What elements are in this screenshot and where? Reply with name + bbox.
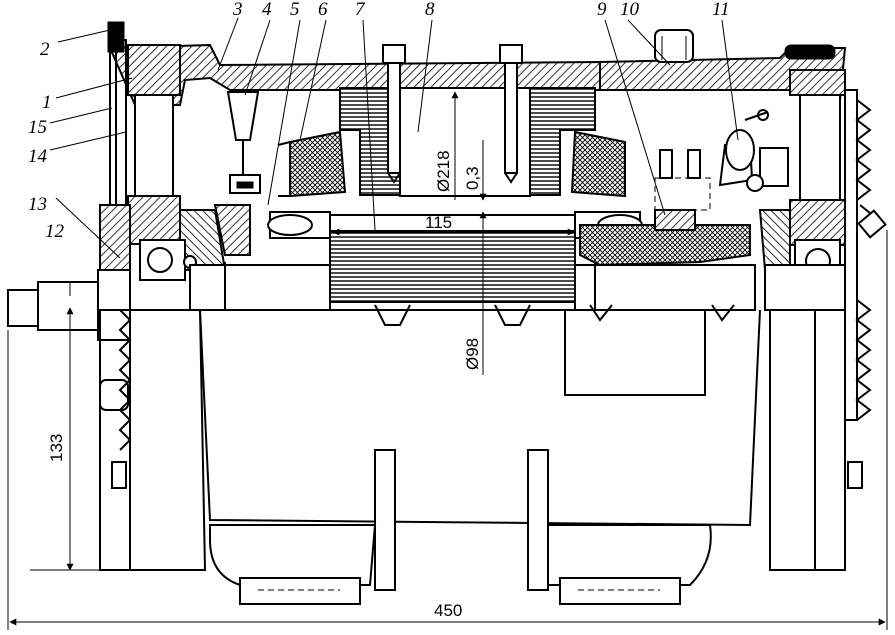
shaft [7,262,846,341]
brush-lead [226,91,261,194]
left-end-shield [99,21,251,291]
lower-frame [99,304,863,571]
dimension-texts: Ø218 0,3 115 Ø98 133 450 [47,150,482,620]
label-13: 13 [28,194,47,215]
label-11: 11 [712,0,730,20]
dim-133: 133 [47,434,66,462]
right-foot [527,449,712,605]
dim-gap: 0,3 [463,166,482,190]
brush-holder [654,109,789,211]
label-9: 9 [597,0,607,20]
part-labels: 2 1 15 14 13 12 3 4 5 6 7 8 9 10 11 [28,0,730,242]
label-12: 12 [45,221,65,242]
left-bearing [139,239,197,281]
pole-bolt-right [499,44,523,184]
label-14: 14 [28,146,48,167]
label-4: 4 [262,0,272,20]
leader-lines [49,17,739,259]
label-8: 8 [425,0,435,20]
label-10: 10 [620,0,640,20]
dimension-lines [7,91,888,630]
right-end-shield [758,44,887,421]
label-2: 2 [40,39,50,60]
dim-d98: Ø98 [463,338,482,370]
label-6: 6 [318,0,328,20]
commutator [579,209,751,267]
dim-115: 115 [425,213,452,232]
label-3: 3 [232,0,243,20]
label-7: 7 [355,0,366,20]
dim-d218: Ø218 [434,150,453,192]
dim-450: 450 [434,601,462,620]
left-foot [209,449,396,605]
pole-bolt-left [382,44,406,184]
label-15: 15 [28,117,47,138]
label-1: 1 [42,92,52,113]
label-5: 5 [290,0,300,20]
